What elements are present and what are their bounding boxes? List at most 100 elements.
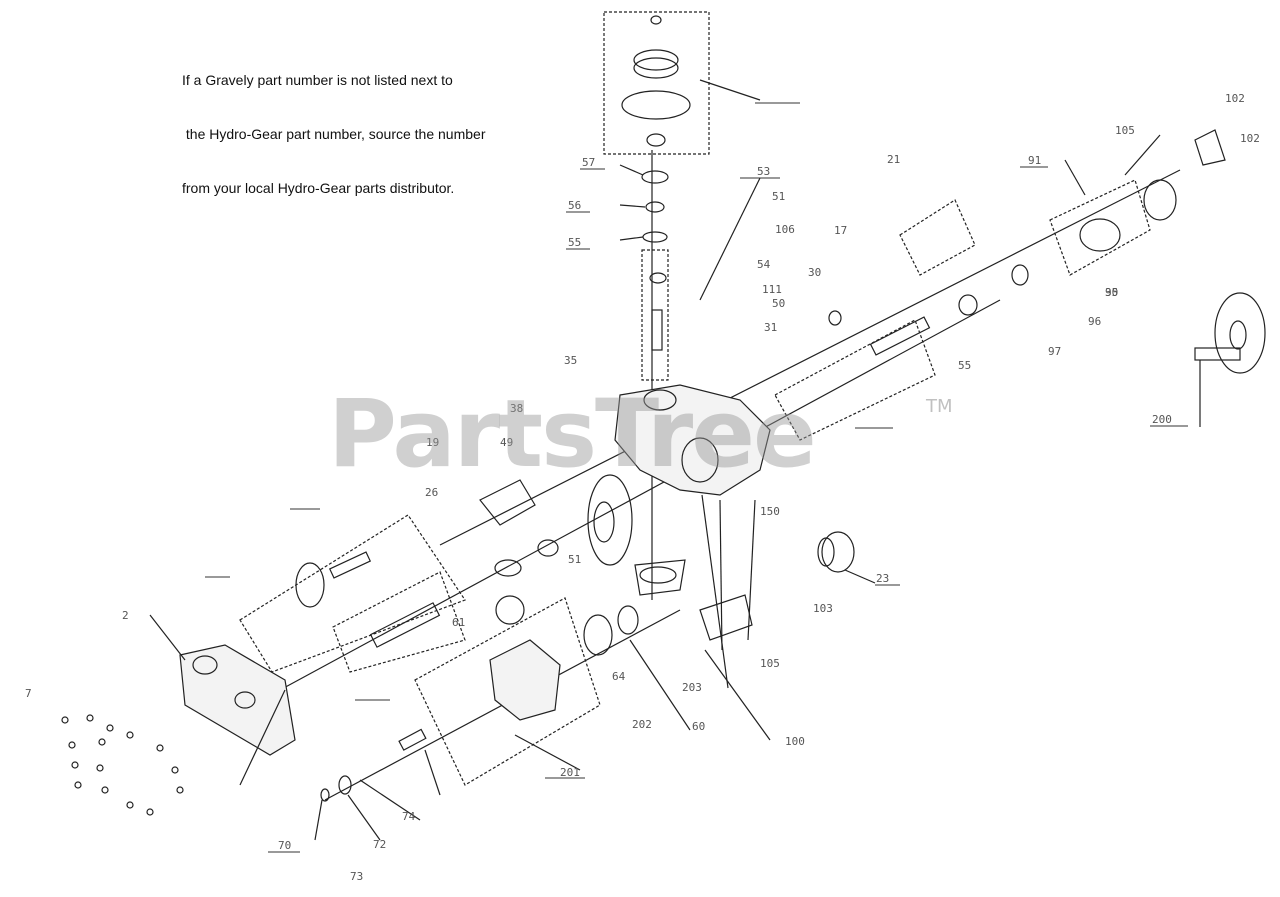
center-shaft	[369, 602, 441, 648]
motor-shaft	[398, 728, 427, 751]
callout-label: 17	[834, 224, 847, 237]
pump-bearing	[646, 133, 666, 147]
callout-label: 73	[350, 870, 363, 883]
callout-label: 35	[564, 354, 577, 367]
bracket-19	[479, 479, 536, 526]
pump-kit-box	[603, 11, 710, 155]
leader-line	[1124, 134, 1161, 176]
seal-57	[641, 170, 669, 184]
callout-label: 7	[25, 687, 32, 700]
pump-cylinder-block	[621, 90, 691, 120]
filter-end	[817, 537, 835, 567]
upper-shaft-line	[439, 169, 1181, 546]
callout-label: 72	[373, 838, 386, 851]
hub-kit-97	[1049, 179, 1151, 276]
leader-line	[619, 236, 644, 241]
callout-label: 38	[510, 402, 523, 415]
bull-gear-hub	[593, 501, 615, 543]
wheel-flange-hub	[1229, 320, 1247, 350]
callout-label: 49	[500, 436, 513, 449]
wheel-hub	[1079, 218, 1121, 252]
flange-shaft	[1194, 347, 1241, 361]
leader-line	[629, 639, 691, 731]
callout-underlines	[205, 102, 1188, 853]
leader-line	[239, 689, 286, 786]
leader-line	[844, 569, 876, 584]
callout-label: 102	[1225, 92, 1245, 105]
shaft-kit-box-left	[332, 571, 466, 673]
washer-56	[645, 201, 665, 213]
leader-line	[701, 494, 729, 689]
housing-port	[643, 389, 677, 411]
callout-label: 200	[1152, 413, 1172, 426]
callout-label: 74	[402, 810, 416, 823]
watermark: PartsTree	[328, 380, 817, 489]
washer-111	[828, 310, 842, 326]
callout-label: 100	[785, 735, 805, 748]
wheel-flange	[1214, 292, 1266, 374]
leader-line	[314, 799, 323, 841]
input-shaft	[651, 309, 663, 351]
bearing-35	[1011, 264, 1029, 286]
bolt-set	[61, 714, 184, 816]
bracket-kit-21	[899, 199, 976, 276]
bracket-103	[699, 594, 753, 641]
leader-line	[699, 79, 761, 101]
leader-line	[1064, 159, 1086, 196]
callout-label: 51	[772, 190, 785, 203]
filter-23	[821, 531, 855, 573]
leader-line	[359, 779, 421, 821]
callout-labels: 102 102 105 57 56 55 53 51 21 17 106 91 …	[25, 92, 1260, 883]
callout-label: 26	[425, 486, 438, 499]
callout-label: 106	[775, 223, 795, 236]
callout-label: 21	[887, 153, 900, 166]
callout-label: 23	[876, 572, 889, 585]
washer-55	[642, 231, 668, 243]
callout-label: 102	[1240, 132, 1260, 145]
leader-line	[719, 499, 723, 651]
swashplate-60	[617, 605, 639, 635]
callout-label: 96	[1088, 315, 1101, 328]
callout-label: 105	[1115, 124, 1135, 137]
leader-line	[619, 204, 646, 208]
callout-label: 90	[1105, 286, 1118, 299]
lower-housing-flange	[634, 559, 686, 596]
note-line: the Hydro-Gear part number, source the n…	[182, 126, 486, 142]
callout-label: 51	[568, 553, 581, 566]
motor-block-64	[583, 614, 613, 656]
pinion-shaft	[328, 551, 372, 579]
washer-38	[494, 559, 522, 577]
leader-line	[424, 749, 441, 796]
hub-cap-105	[1143, 179, 1177, 221]
note-line: If a Gravely part number is not listed n…	[182, 72, 453, 88]
callout-label: 97	[1048, 345, 1061, 358]
callout-label: 53	[757, 165, 770, 178]
axle-kit-box	[774, 319, 936, 441]
pump-gear-top	[633, 49, 679, 71]
end-cap-boss	[192, 655, 218, 675]
leader-line	[347, 794, 381, 841]
sourcing-note: If a Gravely part number is not listed n…	[182, 35, 485, 233]
housing-cavity	[681, 437, 719, 483]
callout-label: 103	[813, 602, 833, 615]
pump-gear-bottom	[633, 57, 679, 79]
washer-70	[320, 788, 330, 802]
leader-line	[514, 734, 581, 771]
bearing-top	[649, 272, 667, 284]
pump-nut	[650, 15, 662, 25]
spacer-61	[495, 595, 525, 625]
leader-line	[149, 614, 186, 661]
callout-label: 111	[762, 283, 782, 296]
callout-label: 35	[1105, 286, 1118, 299]
seal-55	[958, 294, 978, 316]
callout-label: 203	[682, 681, 702, 694]
callout-label: 55	[568, 236, 581, 249]
callout-label: 64	[612, 670, 626, 683]
gear-91	[295, 562, 325, 608]
watermark-trademark: TM	[926, 396, 953, 417]
callout-label: 55	[958, 359, 971, 372]
callout-label: 2	[122, 609, 129, 622]
kit-notes	[188, 243, 210, 283]
